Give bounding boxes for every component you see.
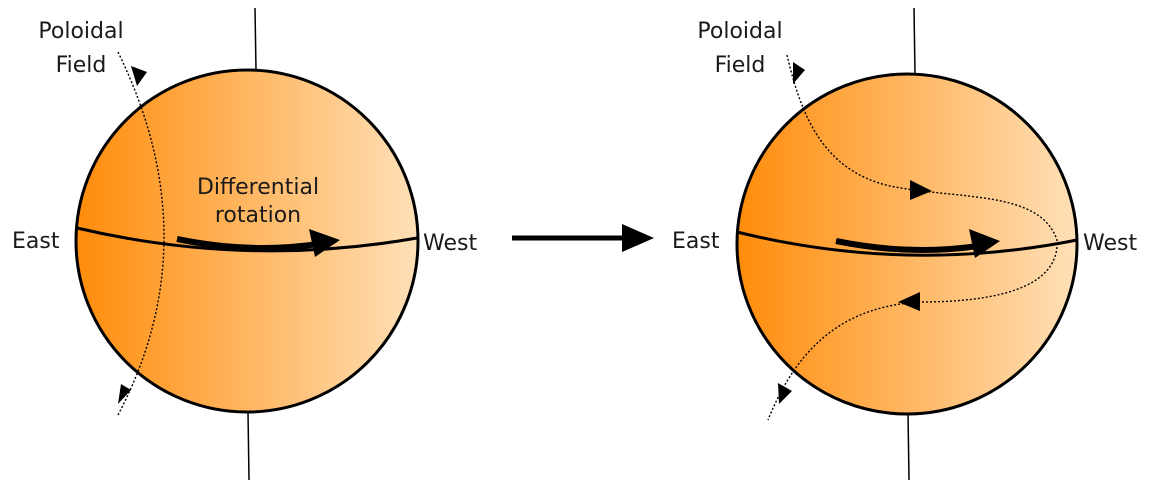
left-rotation-axis-top [254,7,257,71]
right-field-arrowhead-lower [898,292,920,311]
right-equator [736,230,1078,257]
left-rotation-label-line2: rotation [215,203,301,228]
right-rotation-axis-bottom [907,411,910,481]
left-poloidal-label-line1: Poloidal [38,19,123,44]
left-sphere-group [74,7,420,481]
transition-arrow [512,224,654,252]
right-field-arrowhead-top [793,62,805,84]
left-rotation-label-line1: Differential [197,175,319,200]
left-field-arrowhead-bottom [118,384,131,404]
right-poloidal-label-line1: Poloidal [697,19,782,44]
right-east-label: East [672,229,720,254]
right-field-arrowhead-bottom [778,383,792,404]
right-rotation-arrow [835,238,979,253]
left-poloidal-field-line [117,51,165,416]
right-field-arrowhead-upper [910,180,932,200]
right-poloidal-field-line [767,54,1058,421]
left-west-label: West [423,231,477,256]
right-sphere-group [735,7,1079,481]
right-rotation-axis-top [913,7,916,75]
right-rotation-arrowhead [969,229,1000,258]
left-field-arrowhead-top [131,66,147,86]
left-rotation-arrow [176,236,319,251]
left-poloidal-label-line2: Field [56,53,107,78]
right-poloidal-label-line2: Field [715,53,766,78]
left-east-label: East [12,229,60,254]
left-rotation-arrowhead [309,229,340,257]
left-sun-sphere [74,68,420,414]
right-west-label: West [1083,231,1137,256]
left-rotation-axis-bottom [247,411,250,481]
right-sun-sphere [735,72,1079,416]
